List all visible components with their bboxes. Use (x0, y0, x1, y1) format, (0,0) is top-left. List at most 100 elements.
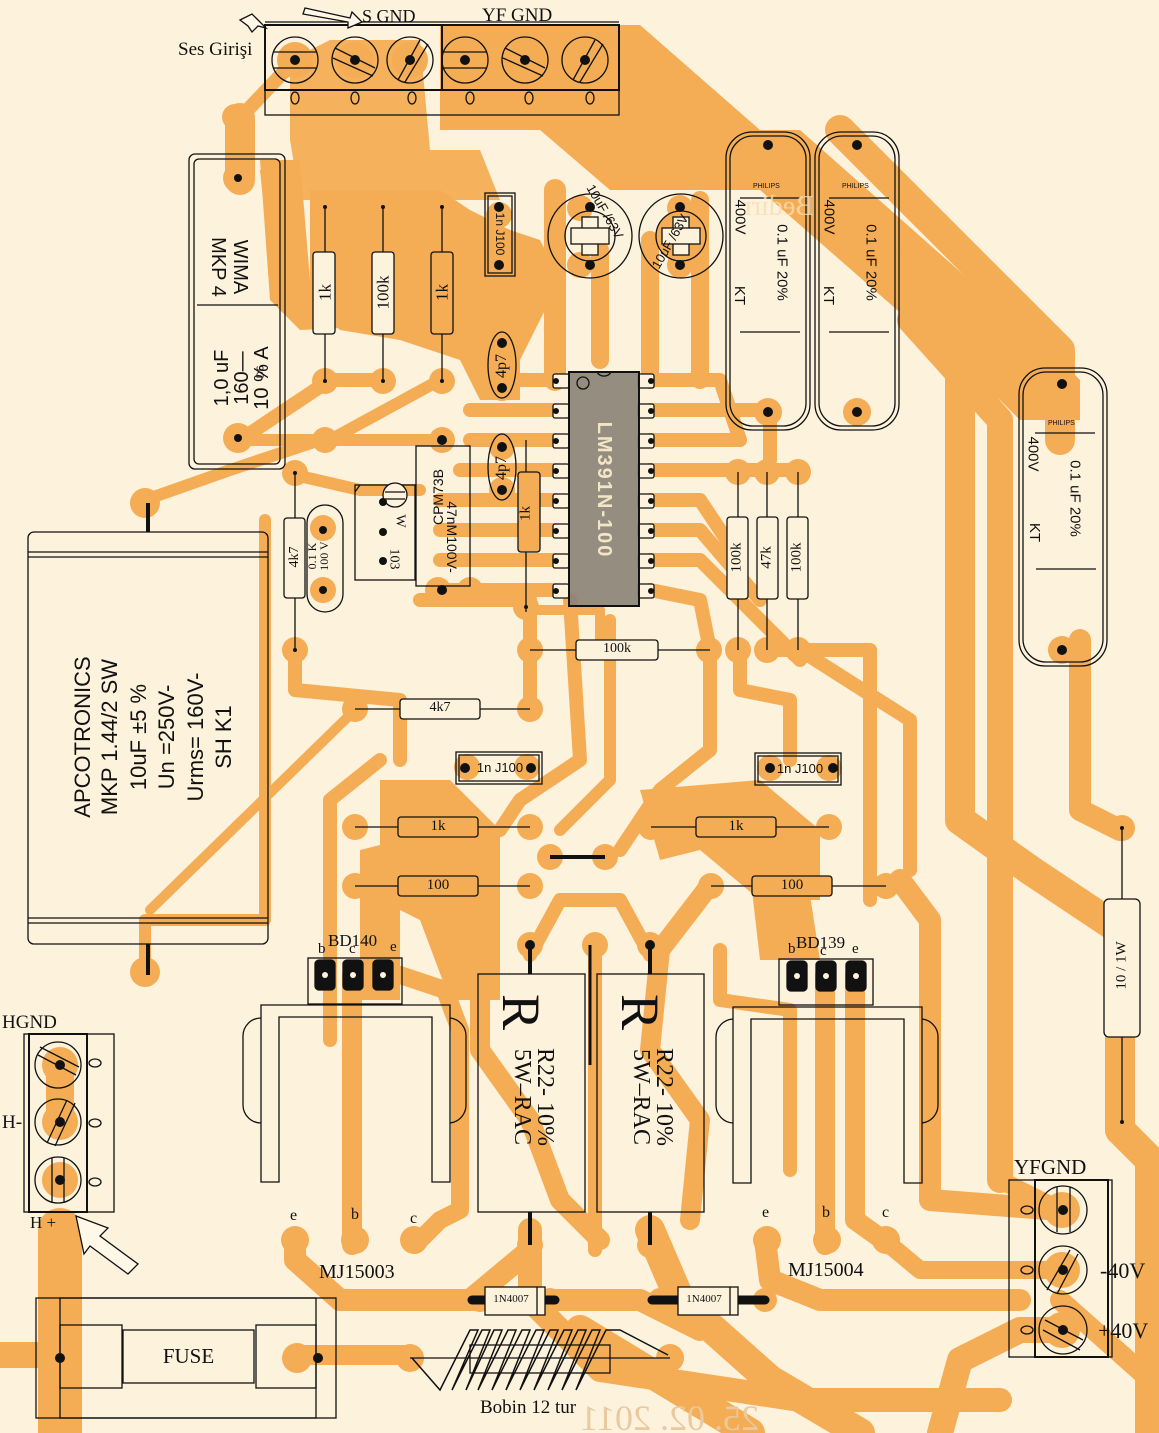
wima-code: D6 (255, 365, 267, 379)
power-resistor-type: 5W–RAC (628, 1049, 654, 1145)
philips-capacitor-1 (725, 131, 811, 431)
resistor-10-1w (1103, 826, 1141, 1124)
resistor-label: 1k (315, 284, 335, 301)
pin-label-b: b (822, 1204, 830, 1221)
apcotronics-capacitor (27, 503, 269, 975)
power-terminal-block[interactable] (1008, 1179, 1113, 1358)
cap-4p7-label: 4p7 (493, 456, 510, 480)
philips-capacitor-2 (814, 131, 900, 431)
pin-label-e: e (290, 1207, 298, 1224)
resistor-label: 4k7 (287, 546, 302, 568)
capacitor-0-1k (306, 504, 344, 613)
h-plus-label: H + (30, 1213, 57, 1232)
power-resistor-type: 5W–RAC (509, 1049, 535, 1145)
pin-label-c: c (410, 1210, 418, 1227)
apco-line-3: 10uF ±5 % (126, 683, 151, 791)
philips-type: KT (1026, 522, 1044, 543)
apco-line-6: SH K1 (211, 705, 236, 769)
s-gnd-label: S GND (362, 6, 416, 26)
trimmer-label-103: 103 (386, 548, 402, 570)
speaker-terminal-block[interactable] (23, 1033, 115, 1213)
film-capacitor-1n-top (484, 192, 516, 277)
power-resistor-left (477, 940, 586, 1245)
film-cap-label-top: 1n J100 (493, 212, 507, 256)
resistor-label: 1k (432, 284, 452, 301)
mj15003-label: MJ15003 (319, 1261, 395, 1283)
wima-capacitor (188, 153, 286, 470)
cap-4p7-label: 4p7 (493, 354, 510, 378)
philips-voltage: 400V (1024, 436, 1042, 472)
apco-line-4: Un =250V- (154, 684, 179, 790)
power-resistor-symbol: R (610, 993, 671, 1031)
film-cap-label: 1n J100 (776, 761, 824, 776)
power-resistor-symbol: R (491, 993, 552, 1031)
bd139-transistor (715, 958, 939, 1184)
author-watermark: Bedirr (742, 191, 814, 222)
apco-line-2: MKP 1.44/2 SW (97, 658, 122, 816)
philips-brand: PHILIPS (1048, 420, 1075, 427)
power-resistor-value: R22- 10% (651, 1048, 677, 1146)
power-resistor-value: R22- 10% (532, 1048, 558, 1146)
arrow-icon (238, 7, 364, 34)
ceramic-capacitor-4p7 (487, 331, 517, 501)
power-resistor-right (596, 940, 705, 1245)
date-watermark: 25. 02. 2011 (580, 1398, 759, 1433)
cpm73b-capacitor (415, 435, 471, 595)
resistor-label: 100 (780, 877, 804, 893)
resistor-label: 100k (373, 275, 393, 310)
fuse-label: FUSE (162, 1344, 215, 1368)
input-terminal-block[interactable] (264, 21, 620, 116)
trimmer-w103 (354, 482, 416, 581)
mj15004-label: MJ15004 (788, 1259, 864, 1281)
cpm-value-label: 47nM100V- (444, 501, 460, 573)
yfgnd-label: YFGND (1014, 1155, 1087, 1179)
resistor-label: 47k (758, 546, 775, 569)
resistor-1k-ic (517, 440, 541, 612)
bd140-transistor (242, 957, 467, 1183)
resistor-label: 1k (728, 818, 744, 834)
cap-01k-voltage: 100 V (317, 541, 331, 571)
diode-label: 1N4007 (686, 1293, 722, 1305)
mid-resistors (355, 639, 886, 897)
bd140-label: BD140 (328, 931, 378, 950)
philips-type: KT (820, 285, 838, 306)
pos-40v-label: +40V (1098, 1318, 1149, 1343)
pin-label-b: b (351, 1206, 359, 1223)
pin-label-b: b (318, 941, 326, 957)
right-resistor-group (726, 472, 809, 650)
silkscreen-layer (23, 7, 1141, 1419)
philips-value: 0.1 uF 20% (773, 224, 791, 301)
bd139-label: BD139 (796, 933, 846, 952)
resistor-label: 100k (788, 542, 805, 573)
pin-label-e: e (852, 941, 859, 957)
coil-inductor (410, 1329, 670, 1392)
resistor-label: 100k (603, 641, 631, 656)
h-minus-label: H- (2, 1112, 23, 1133)
philips-value: 0.1 uF 20% (862, 224, 880, 301)
pin-label-e: e (390, 939, 397, 955)
hgnd-label: HGND (2, 1012, 57, 1033)
arrow-icon (75, 1214, 139, 1275)
resistor-10-1w-label: 10 / 1W (1113, 941, 1130, 990)
ic-lm391n-100[interactable] (552, 371, 655, 607)
film-cap-label: 1n J100 (476, 760, 524, 775)
philips-type: KT (731, 285, 749, 306)
electrolytic-capacitors (547, 193, 724, 279)
philips-value: 0.1 uF 20% (1066, 460, 1084, 537)
wima-voltage: 160— (231, 351, 253, 405)
apco-line-1: APCOTRONICS (70, 656, 95, 818)
neg-40v-label: -40V (1100, 1258, 1146, 1283)
pin-label-c: c (349, 941, 356, 957)
top-resistors (312, 205, 454, 383)
philips-voltage: 400V (820, 199, 838, 235)
resistor-label: 100 (426, 877, 450, 893)
yf-gnd-label: YF GND (482, 5, 553, 26)
philips-brand: PHILIPS (753, 183, 780, 190)
resistor-4k7-vertical (283, 471, 306, 652)
trimmer-label-w: W (392, 514, 408, 528)
resistor-label: 1k (517, 506, 534, 521)
resistor-label: 1k (430, 818, 446, 834)
diodes-1n4007 (467, 1286, 770, 1316)
film-capacitors-1n-mid (455, 751, 842, 786)
wima-value: 1,0 uF (211, 349, 233, 407)
